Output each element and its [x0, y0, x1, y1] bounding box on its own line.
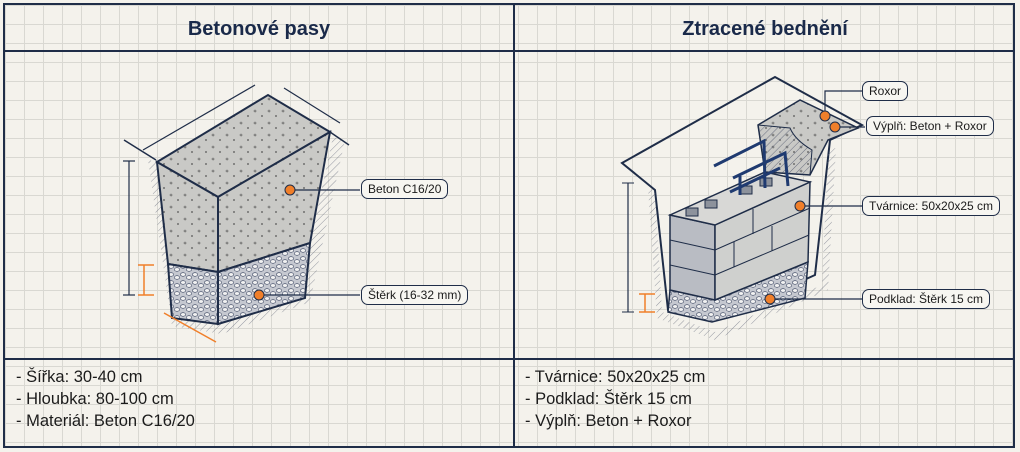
label-rebar: Roxor	[862, 81, 909, 101]
rebar-roxor	[713, 138, 790, 195]
width-dimension	[283, 87, 341, 124]
label-blocks: Tvárnice: 50x20x25 cm	[862, 196, 1001, 216]
spec-fill: - Výplň: Beton + Roxor	[525, 412, 692, 430]
lost-formwork-drawing	[620, 75, 865, 340]
label-gravel: Štěrk (16-32 mm)	[361, 285, 469, 305]
header-divider	[5, 50, 1013, 52]
fill-marker	[829, 121, 841, 133]
trench-outline	[620, 75, 865, 322]
spec-width: - Šířka: 30-40 cm	[16, 368, 143, 386]
specs-divider	[5, 358, 1013, 360]
spec-depth: - Hloubka: 80-100 cm	[16, 390, 174, 408]
left-title: Betonové pasy	[187, 18, 331, 40]
blocks-front	[669, 214, 716, 301]
right-specs: - Tvárnice: 50x20x25 cm - Podklad: Štěrk…	[525, 366, 705, 432]
spec-base: - Podklad: Štěrk 15 cm	[525, 390, 692, 408]
infographic-sheet: Betonové pasy Ztracené bednění	[3, 3, 1015, 448]
label-base: Podklad: Štěrk 15 cm	[862, 289, 991, 309]
gravel-side	[217, 241, 312, 326]
length-dimension	[142, 84, 256, 151]
strip-footing-drawing	[123, 84, 360, 343]
label-concrete: Beton C16/20	[361, 179, 449, 199]
spec-material: - Materiál: Beton C16/20	[16, 412, 195, 430]
soil-hatch	[648, 148, 836, 340]
base-width-dimension	[163, 312, 217, 343]
gravel-marker	[253, 289, 265, 301]
concrete-marker	[284, 184, 296, 196]
base-marker	[764, 293, 776, 305]
gravel-front	[166, 262, 219, 326]
label-fill: Výplň: Beton + Roxor	[866, 116, 994, 136]
rebar-marker	[819, 110, 831, 122]
blocks-top	[667, 171, 813, 226]
column-divider	[513, 5, 515, 446]
left-specs: - Šířka: 30-40 cm - Hloubka: 80-100 cm -…	[16, 366, 195, 432]
spec-blocks: - Tvárnice: 50x20x25 cm	[525, 368, 706, 386]
blocks-marker	[794, 200, 806, 212]
right-title: Ztracené bednění	[682, 18, 848, 40]
